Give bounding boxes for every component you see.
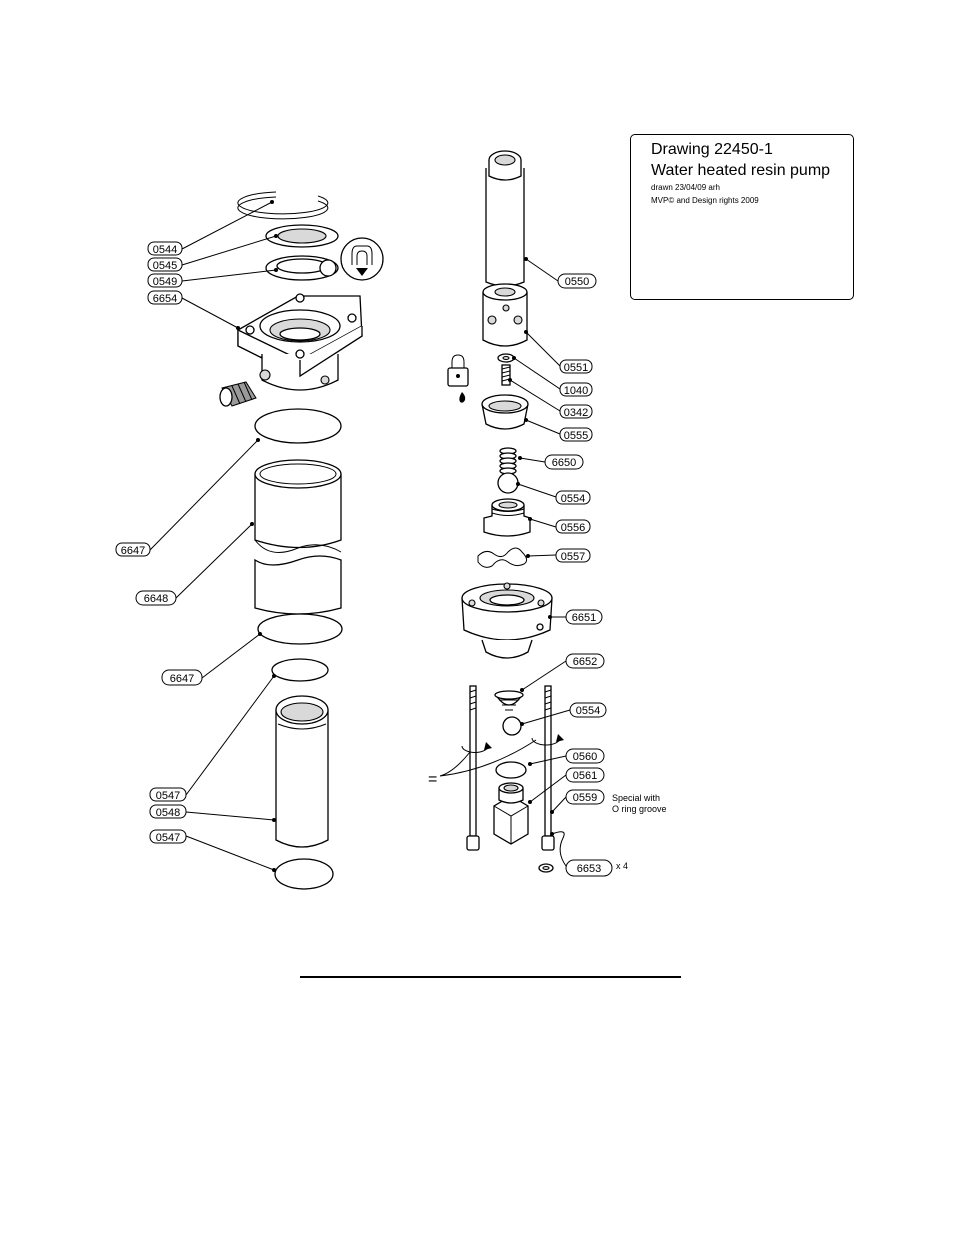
- svg-text:0342: 0342: [564, 407, 588, 419]
- svg-text:6650: 6650: [552, 457, 576, 469]
- svg-text:6654: 6654: [153, 293, 177, 305]
- svg-text:6647: 6647: [121, 545, 145, 557]
- svg-text:0561: 0561: [573, 770, 597, 782]
- part-o-ring-liner-top: [272, 659, 328, 681]
- padlock-icon: [448, 355, 468, 403]
- svg-text:1040: 1040: [564, 385, 588, 397]
- svg-text:0556: 0556: [561, 522, 585, 534]
- part-housing-block: [238, 294, 362, 390]
- svg-text:0551: 0551: [564, 362, 588, 374]
- label-0561: 0561: [566, 768, 604, 782]
- label-0551: 0551: [560, 360, 592, 374]
- svg-text:0549: 0549: [153, 276, 177, 288]
- label-0557: 0557: [556, 549, 590, 563]
- part-inlet-fitting: [220, 382, 256, 406]
- part-o-ring-lower: [258, 614, 342, 644]
- svg-text:6648: 6648: [144, 593, 168, 605]
- part-valve-seat: [484, 499, 530, 536]
- svg-text:0555: 0555: [564, 430, 588, 442]
- label-6654: 6654: [148, 291, 182, 305]
- svg-text:0554: 0554: [576, 705, 600, 717]
- part-barrel: [255, 460, 341, 614]
- part-small-nut: [539, 864, 553, 872]
- label-0549: 0549: [148, 274, 182, 288]
- svg-text:0547: 0547: [156, 790, 180, 802]
- part-o-ring-top: [255, 409, 341, 443]
- svg-text:0547: 0547: [156, 832, 180, 844]
- svg-text:0545: 0545: [153, 260, 177, 272]
- part-small-washer-hole: [503, 357, 509, 360]
- rights-info: MVP© and Design rights 2009: [651, 194, 853, 207]
- label-6647-upper: 6647: [116, 543, 150, 557]
- title-block: Drawing 22450-1 Water heated resin pump …: [630, 134, 854, 300]
- label-0342: 0342: [560, 405, 592, 419]
- footer-rule: [300, 976, 681, 978]
- label-0547-lower: 0547: [150, 830, 186, 844]
- part-piston-body: [483, 284, 527, 346]
- label-0548: 0548: [150, 805, 186, 819]
- svg-text:6651: 6651: [572, 612, 596, 624]
- label-6647-lower: 6647: [162, 670, 202, 685]
- part-seal: [266, 256, 338, 280]
- seal-orientation-icon: [341, 238, 383, 280]
- part-wave-clip: [478, 548, 527, 567]
- svg-text:6652: 6652: [573, 656, 597, 668]
- label-6653: 6653: [566, 860, 612, 876]
- part-filter-cone: [495, 691, 523, 710]
- label-1040: 1040: [560, 383, 592, 397]
- label-0555: 0555: [560, 428, 592, 442]
- part-circlip: [238, 192, 328, 219]
- part-seal-ring: [496, 762, 526, 778]
- svg-text:6653: 6653: [577, 863, 601, 875]
- rotation-arrowhead-right: [556, 734, 564, 742]
- drawing-title: Water heated resin pump: [651, 160, 853, 181]
- label-0556: 0556: [556, 520, 590, 534]
- label-6648: 6648: [136, 591, 176, 605]
- part-screw: [502, 365, 510, 385]
- svg-text:0550: 0550: [565, 276, 589, 288]
- part-valve-cup: [482, 395, 528, 429]
- label-0559: 0559: [566, 790, 604, 804]
- label-0560: 0560: [566, 749, 604, 763]
- part-end-nut: [494, 783, 528, 844]
- svg-text:0548: 0548: [156, 807, 180, 819]
- rotation-arrowhead-left: [484, 742, 492, 750]
- part-spring: [500, 448, 516, 474]
- part-delivery-tube: [486, 151, 524, 286]
- note-quantity: x 4: [616, 861, 628, 871]
- part-tie-rod-right: [542, 686, 554, 850]
- label-6650: 6650: [545, 455, 583, 469]
- svg-text:0557: 0557: [561, 551, 585, 563]
- note-special-line2: O ring groove: [612, 804, 667, 814]
- note-special-line1: Special with: [612, 793, 660, 803]
- label-0545: 0545: [148, 258, 182, 272]
- part-foot-valve-body: [462, 583, 552, 658]
- drawing-number: Drawing 22450-1: [651, 139, 853, 160]
- part-ball-upper: [498, 473, 518, 493]
- label-0544: 0544: [148, 242, 182, 256]
- equal-symbol: =: [428, 771, 437, 788]
- svg-text:0554: 0554: [561, 493, 585, 505]
- label-0554-lower: 0554: [570, 703, 606, 717]
- part-liner: [276, 696, 328, 847]
- label-6651: 6651: [566, 610, 602, 624]
- part-o-ring-liner-bottom: [275, 859, 333, 889]
- part-ball-lower: [503, 717, 521, 735]
- svg-text:0559: 0559: [573, 792, 597, 804]
- svg-text:0560: 0560: [573, 751, 597, 763]
- label-0554-upper: 0554: [556, 491, 590, 505]
- label-0550: 0550: [558, 274, 596, 288]
- label-6652: 6652: [566, 654, 604, 668]
- svg-text:0544: 0544: [153, 244, 177, 256]
- drawn-info: drawn 23/04/09 arh: [651, 181, 853, 194]
- label-0547-upper: 0547: [150, 788, 186, 802]
- svg-text:6647: 6647: [170, 673, 194, 685]
